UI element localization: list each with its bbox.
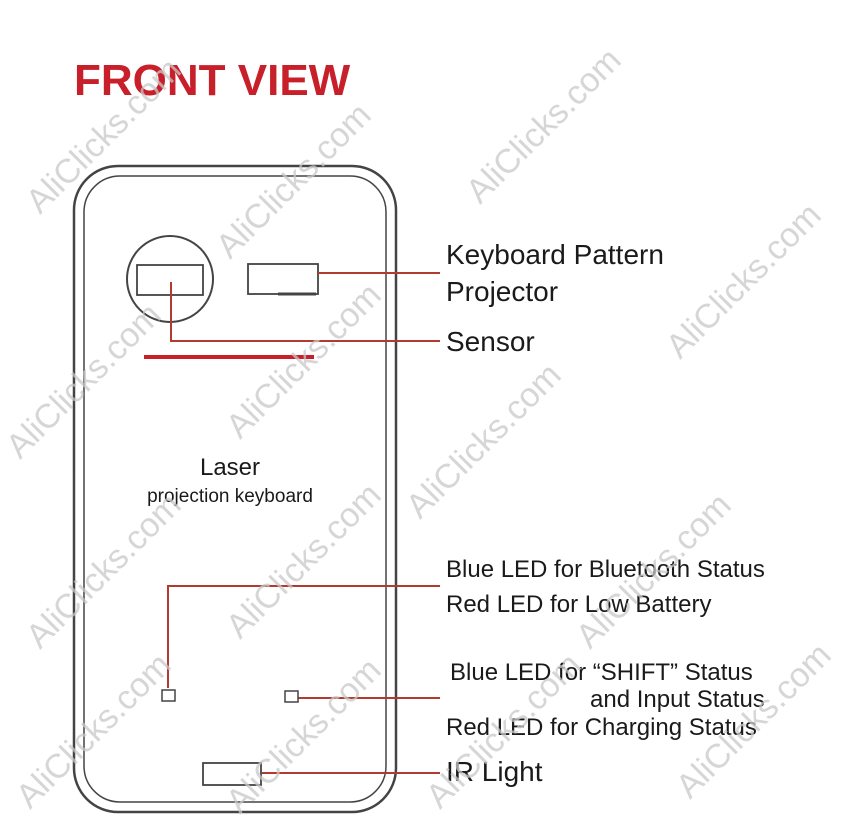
callout-charging-led: Red LED for Charging Status bbox=[446, 714, 757, 741]
callout-projector-line1: Keyboard Pattern bbox=[446, 239, 664, 270]
bluetooth-led bbox=[161, 689, 176, 702]
device-body bbox=[72, 164, 398, 814]
watermark-text: AliClicks.com bbox=[219, 276, 389, 446]
device-label-line2: projection keyboard bbox=[147, 486, 313, 507]
watermark-text: AliClicks.com bbox=[19, 486, 189, 656]
ir-light-window bbox=[202, 762, 262, 786]
watermark-text: AliClicks.com bbox=[219, 651, 389, 821]
callout-shift-led-line1: Blue LED for “SHIFT” Status bbox=[450, 659, 753, 686]
callout-bluetooth-led: Blue LED for Bluetooth Status bbox=[446, 556, 765, 583]
projector-window bbox=[247, 263, 319, 296]
watermark-text: AliClicks.com bbox=[209, 96, 379, 266]
watermark-text: AliClicks.com bbox=[399, 356, 569, 526]
watermark-text: AliClicks.com bbox=[459, 41, 629, 211]
callout-low-battery-led: Red LED for Low Battery bbox=[446, 591, 711, 618]
leader-lines bbox=[167, 272, 440, 774]
laser-bar bbox=[144, 355, 314, 359]
watermark-text: AliClicks.com bbox=[659, 196, 829, 366]
device-label-line1: Laser bbox=[200, 454, 260, 481]
title: FRONT VIEW bbox=[74, 56, 351, 105]
callout-shift-led-line2: and Input Status bbox=[590, 686, 765, 713]
callout-ir-light: IR Light bbox=[446, 756, 543, 787]
callout-sensor: Sensor bbox=[446, 326, 535, 357]
callout-projector-line2: Projector bbox=[446, 276, 558, 307]
shift-led bbox=[284, 690, 299, 703]
